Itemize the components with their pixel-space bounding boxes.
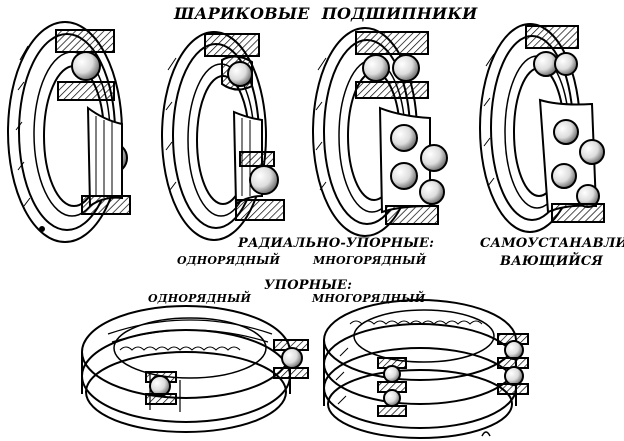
title-word-1: ШАРИКОВЫЕ	[174, 4, 310, 23]
bearing-angular-multi-row	[312, 27, 448, 237]
label-thrust: УПОРНЫЕ:	[264, 278, 353, 293]
label-self-aligning-line2: ВАЮЩИЙСЯ	[500, 254, 604, 269]
label-single-row-radial: ОДНОРЯДНЫЙ	[177, 254, 281, 267]
label-multi-row-thrust: МНОГОРЯДНЫЙ	[312, 292, 426, 305]
bearing-radial-single-row	[7, 21, 131, 243]
label-radial-thrust: РАДИАЛЬНО-УПОРНЫЕ:	[238, 236, 435, 251]
label-multi-row-radial: МНОГОРЯДНЫЙ	[313, 254, 427, 267]
bearing-thrust-single-row	[81, 305, 309, 433]
label-single-row-thrust: ОДНОРЯДНЫЙ	[148, 292, 252, 305]
bearing-thrust-multi-row	[323, 299, 529, 439]
bearing-angular-single-row	[161, 31, 285, 241]
title-word-2: ПОДШИПНИКИ	[321, 4, 478, 23]
bearing-self-aligning	[479, 23, 605, 233]
diagram-title: ШАРИКОВЫЕ ПОДШИПНИКИ	[174, 4, 489, 23]
label-self-aligning-line1: САМОУСТАНАВЛИ-	[480, 236, 624, 251]
